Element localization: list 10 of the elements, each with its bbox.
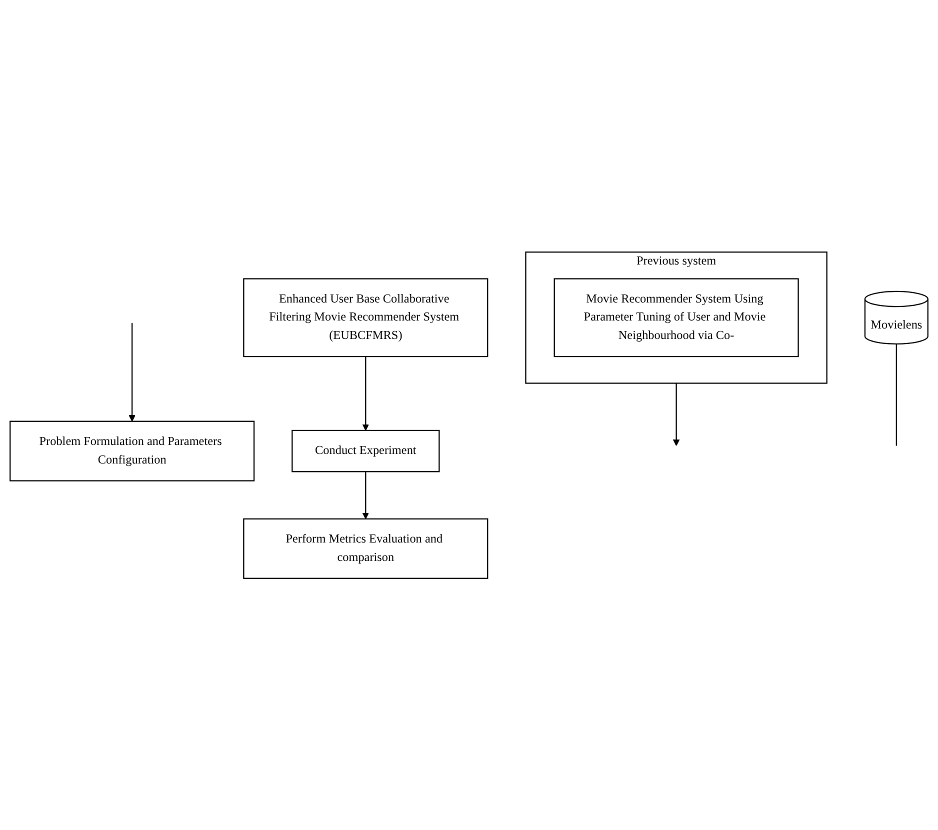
arrow (672, 382, 680, 446)
connector (896, 344, 897, 446)
node-box: Perform Metrics Evaluation and comparison (243, 518, 488, 579)
arrow (362, 356, 370, 431)
node-box: Enhanced User Base Collaborative Filtering Movie Recommender System (EUBCFMRS) (243, 278, 488, 357)
node-box: Conduct Experiment (292, 430, 440, 472)
node-box: Movie Recommender System Using Parameter Tuning of User and Movie Neighbourhood via Co- (554, 278, 799, 357)
arrow (362, 471, 370, 519)
node-box: Problem Formulation and Parameters Configuration (10, 420, 255, 482)
arrow (128, 322, 136, 422)
